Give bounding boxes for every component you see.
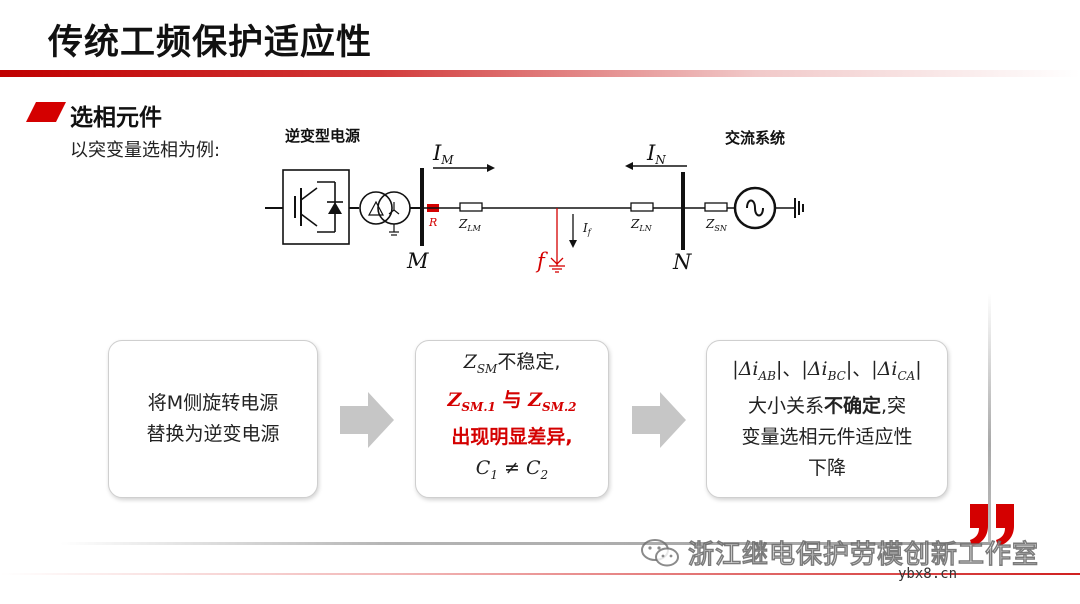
wechat-icon (641, 538, 679, 566)
section-marker-icon (26, 102, 66, 122)
page-title: 传统工频保护适应性 (48, 23, 373, 63)
box2-line3: 出现明显差异, (451, 426, 573, 449)
frame-line-horizontal (60, 542, 990, 545)
box3-line2: 大小关系不确定,突 (747, 395, 907, 418)
box1-line1: 将M侧旋转电源 (147, 392, 279, 414)
fault-current-label: If (582, 221, 593, 237)
step-box-conclusion: |ΔiAB|、|ΔiBC|、|ΔiCA| 大小关系不确定,突 变量选相元件适应性… (706, 340, 948, 498)
box3-line4: 下降 (807, 457, 846, 480)
bus-n-label: N (672, 250, 692, 274)
box2-line1: ZSM不稳定, (463, 350, 561, 376)
arrow-right-icon (632, 392, 686, 448)
box3-line3: 变量选相元件适应性 (741, 426, 913, 449)
inverter-icon (282, 169, 350, 245)
current-m-label: IM (432, 141, 454, 167)
footer-line (0, 573, 1080, 575)
fault-label: f (535, 249, 548, 273)
relay-label: R (428, 216, 437, 229)
ac-source-icon (733, 186, 777, 230)
system-label: 交流系统 (725, 129, 785, 147)
current-n-label: IN (646, 141, 666, 167)
bus-m-label: M (406, 249, 429, 273)
section-title: 选相元件 (70, 105, 162, 131)
box2-line4: C1 ≠ C2 (475, 457, 549, 483)
quote-mark-icon (970, 504, 1014, 546)
circuit-diagram: 逆变型电源 交流系统 M R ZLM IM (265, 127, 804, 274)
section-subtitle: 以突变量选相为例: (70, 140, 221, 161)
z-sn-label: ZSN (705, 217, 728, 233)
arrow-right-icon (340, 392, 394, 448)
box1-line2: 替换为逆变电源 (146, 423, 280, 445)
watermark-text: 浙江继电保护劳模创新工作室 (688, 540, 1040, 571)
box3-line1: |ΔiAB|、|ΔiBC|、|ΔiCA| (732, 357, 922, 383)
z-ln-label: ZLN (630, 217, 653, 233)
site-watermark: ybx8.cn (898, 566, 958, 582)
transformer-icon (359, 191, 411, 236)
box2-line2: ZSM.1 与 ZSM.2 (447, 388, 577, 414)
fault-ground-icon (549, 257, 565, 273)
source-label: 逆变型电源 (285, 127, 360, 145)
frame-line-vertical (988, 293, 991, 545)
step-box-impedance: ZSM不稳定, ZSM.1 与 ZSM.2 出现明显差异, C1 ≠ C2 (415, 340, 609, 498)
title-underline (0, 70, 1080, 77)
ground-icon (794, 198, 804, 218)
watermark: 浙江继电保护劳模创新工作室 (640, 534, 1039, 571)
step-box-replace-source: 将M侧旋转电源 替换为逆变电源 (108, 340, 318, 498)
z-lm-label: ZLM (458, 217, 482, 233)
